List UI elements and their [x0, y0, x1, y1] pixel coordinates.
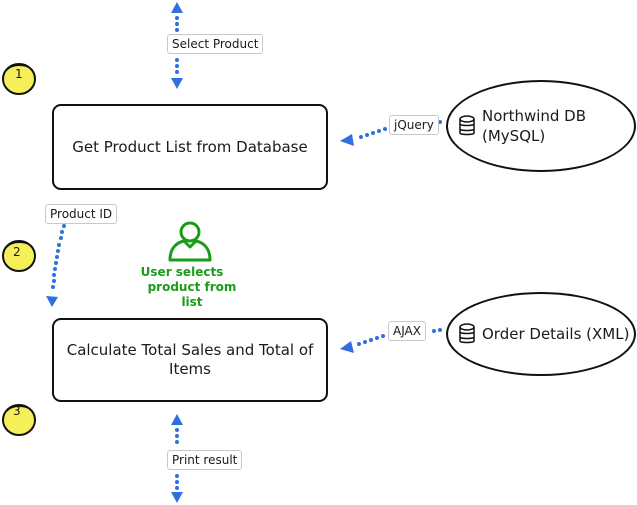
- edge-label-jquery: jQuery: [389, 115, 439, 135]
- user-caption: User selects product from list: [122, 265, 242, 310]
- step-marker-1: 1: [1, 60, 37, 96]
- node-label: Calculate Total Sales and Total of Items: [66, 341, 314, 378]
- user-caption-line2: product from list: [147, 280, 237, 309]
- step-circle-icon: [2, 63, 36, 95]
- edge-label-product-id: Product ID: [45, 204, 118, 224]
- node-order-details[interactable]: Order Details (XML): [446, 292, 636, 376]
- node-northwind-db[interactable]: Northwind DB (MySQL): [446, 80, 636, 172]
- step-number: 1: [15, 67, 23, 81]
- edge-label-print-result: Print result: [167, 450, 243, 470]
- arrowhead-left: [340, 134, 354, 146]
- step-number: 2: [13, 245, 21, 259]
- edge-label-select-product: Select Product: [167, 34, 264, 54]
- connector-product-id: [46, 224, 66, 307]
- node-calculate-totals[interactable]: Calculate Total Sales and Total of Items: [52, 318, 328, 402]
- node-label: Order Details (XML): [482, 325, 630, 343]
- arrowhead-up: [171, 414, 183, 425]
- database-icon: [459, 323, 475, 344]
- arrowhead-up: [171, 2, 183, 13]
- step-circle-icon: [2, 404, 36, 436]
- connector-select-product: [171, 2, 183, 89]
- arrowhead-down: [171, 492, 183, 503]
- edge-label-ajax: AJAX: [388, 321, 426, 341]
- arrowhead-down: [46, 296, 58, 307]
- step-circle-icon: [2, 240, 36, 272]
- user-icon: [168, 221, 212, 262]
- node-get-product-list[interactable]: Get Product List from Database: [52, 104, 328, 190]
- node-label-line1: Northwind DB: [482, 107, 587, 125]
- database-icon: [459, 115, 475, 136]
- connector-print-result: [171, 414, 183, 503]
- arrowhead-down: [171, 78, 183, 89]
- node-label: Northwind DB (MySQL): [482, 106, 586, 146]
- node-label: Get Product List from Database: [72, 137, 308, 156]
- user-caption-line1: User selects: [140, 265, 224, 279]
- step-number: 3: [13, 404, 21, 418]
- connector-ajax: [340, 328, 442, 353]
- node-label-line2: (MySQL): [482, 127, 546, 145]
- step-marker-3: 3: [1, 402, 37, 438]
- step-marker-2: 2: [1, 238, 37, 274]
- arrowhead-left: [340, 341, 354, 353]
